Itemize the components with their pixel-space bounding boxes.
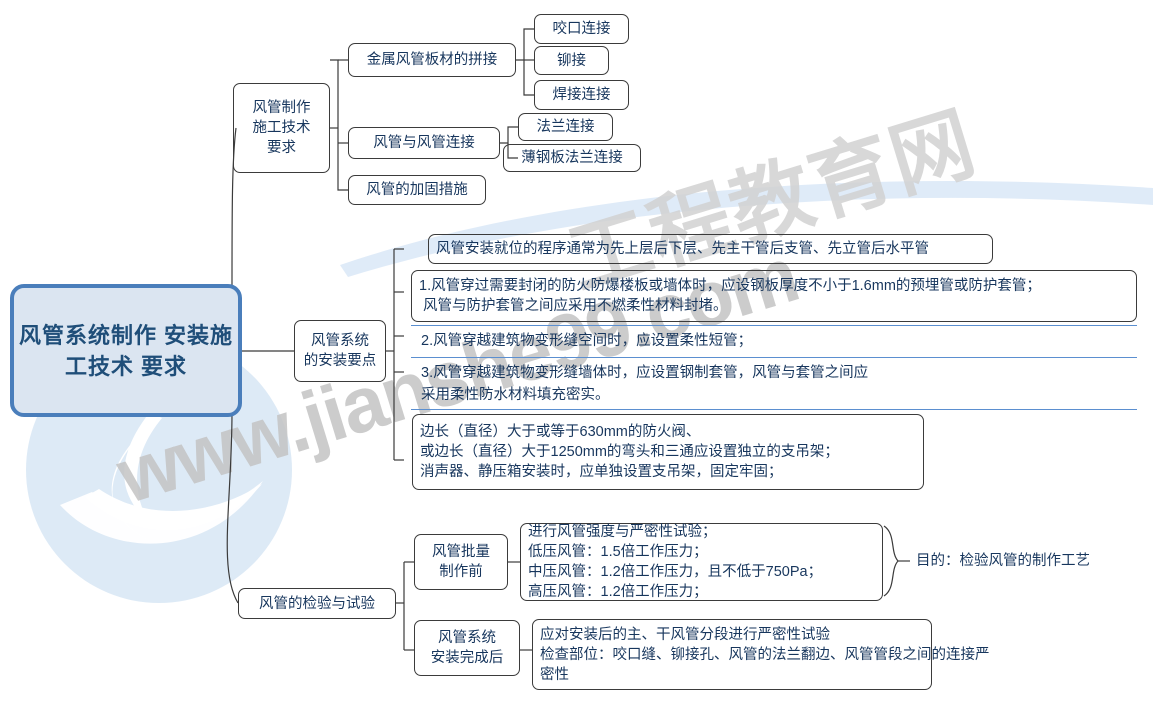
branch-inspection[interactable]: 风管的检验与试验 (238, 588, 396, 619)
root-node[interactable]: 风管系统制作 安装施工技术 要求 (10, 284, 242, 417)
node-install-point-2[interactable]: 2.风管穿越建筑物变形缝空间时，应设置柔性短管； (411, 325, 1137, 357)
node-rivet-joint[interactable]: 铆接 (534, 46, 609, 75)
node-install-support[interactable]: 边长（直径）大于或等于630mm的防火阀、 或边长（直径）大于1250mm的弯头… (412, 414, 924, 490)
node-install-sequence[interactable]: 风管安装就位的程序通常为先上层后下层、先主干管后支管、先立管后水平管 (428, 234, 993, 264)
branch-installation[interactable]: 风管系统 的安装要点 (294, 320, 386, 382)
edge-n1 (500, 126, 518, 144)
node-flange-joint[interactable]: 法兰连接 (518, 113, 613, 141)
node-before-batch-fabrication[interactable]: 风管批量 制作前 (414, 534, 508, 590)
node-install-point-1[interactable]: 1.风管穿过需要封闭的防火防爆楼板或墙体时，应设钢板厚度不小于1.6mm的预埋管… (411, 270, 1137, 322)
edge-m1 (516, 28, 534, 61)
node-install-point-3[interactable]: 3.风管穿越建筑物变形缝墙体时，应设置钢制套管，风管与套管之间应 采用柔性防水材… (411, 357, 1137, 410)
node-duct-to-duct[interactable]: 风管与风管连接 (348, 127, 500, 159)
node-metal-duct-splice[interactable]: 金属风管板材的拼接 (348, 43, 516, 77)
edge-root-inspection (226, 411, 239, 604)
edge-m3 (523, 60, 534, 96)
node-before-batch-detail[interactable]: 进行风管强度与严密性试验； 低压风管：1.5倍工作压力； 中压风管：1.2倍工作… (520, 523, 883, 601)
edge-fab-trunk-tail (330, 59, 348, 191)
node-thin-plate-flange-joint[interactable]: 薄钢板法兰连接 (503, 144, 641, 172)
node-after-system-install-detail[interactable]: 应对安装后的主、干风管分段进行严密性试验 检查部位：咬口缝、铆接孔、风管的法兰翻… (532, 619, 990, 690)
node-purpose-label: 目的：检验风管的制作工艺 (916, 553, 1090, 569)
brace-purpose (883, 525, 899, 597)
branch-fabrication[interactable]: 风管制作 施工技术 要求 (233, 83, 330, 173)
node-duct-reinforcement[interactable]: 风管的加固措施 (348, 175, 486, 205)
node-after-system-install[interactable]: 风管系统 安装完成后 (414, 620, 520, 676)
node-weld-joint[interactable]: 焊接连接 (534, 80, 629, 110)
node-bite-joint[interactable]: 咬口连接 (534, 14, 629, 44)
